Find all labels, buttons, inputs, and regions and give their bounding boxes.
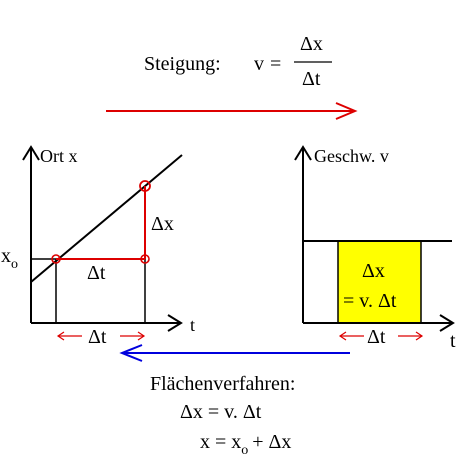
left-x-axis-head [167, 314, 183, 332]
point-3 [139, 180, 151, 192]
right-y-label: Geschw. v [314, 146, 389, 166]
left-x-label: t [190, 315, 195, 335]
right-dt-arrowhead-right [415, 331, 424, 341]
area-box-line1: Δx [362, 260, 385, 282]
slope-equals: = [270, 53, 281, 75]
right-dt-bottom-label: Δt [367, 326, 386, 348]
left-dt-arrowhead-left [56, 331, 65, 341]
slope-denominator: Δt [302, 68, 321, 90]
right-x-label: t [450, 330, 456, 352]
left-y-axis-head [22, 145, 40, 161]
point-2 [140, 254, 150, 264]
left-dt-arrowhead-right [137, 331, 146, 341]
formula-1: Δx = v. Δt [180, 401, 262, 423]
left-dt-bottom-label: Δt [88, 326, 107, 348]
left-y-label: Ort x [40, 146, 78, 166]
dt-inside-label: Δt [87, 262, 106, 284]
slope-label: Steigung: [144, 53, 221, 75]
point-1 [51, 254, 61, 264]
blue-arrow-head [119, 344, 143, 362]
x0-label: xo [1, 245, 18, 272]
right-dt-arrowhead-left [338, 331, 347, 341]
formula-2: x = xo+ Δx [200, 431, 291, 458]
area-method-title: Flächenverfahren: [150, 373, 295, 395]
area-box-line2: = v. Δt [343, 290, 397, 312]
position-graph: Ort x t xo Δt Δx Δt [1, 145, 195, 348]
slope-numerator: Δx [300, 33, 323, 55]
right-x-axis-head [439, 314, 455, 332]
red-arrow-head [335, 102, 358, 120]
slope-v: v [254, 53, 264, 75]
velocity-graph: Geschw. v t Δx = v. Δt Δt [294, 145, 456, 352]
area-box [337, 240, 422, 324]
dx-label: Δx [151, 213, 174, 235]
right-y-axis-head [294, 145, 312, 161]
